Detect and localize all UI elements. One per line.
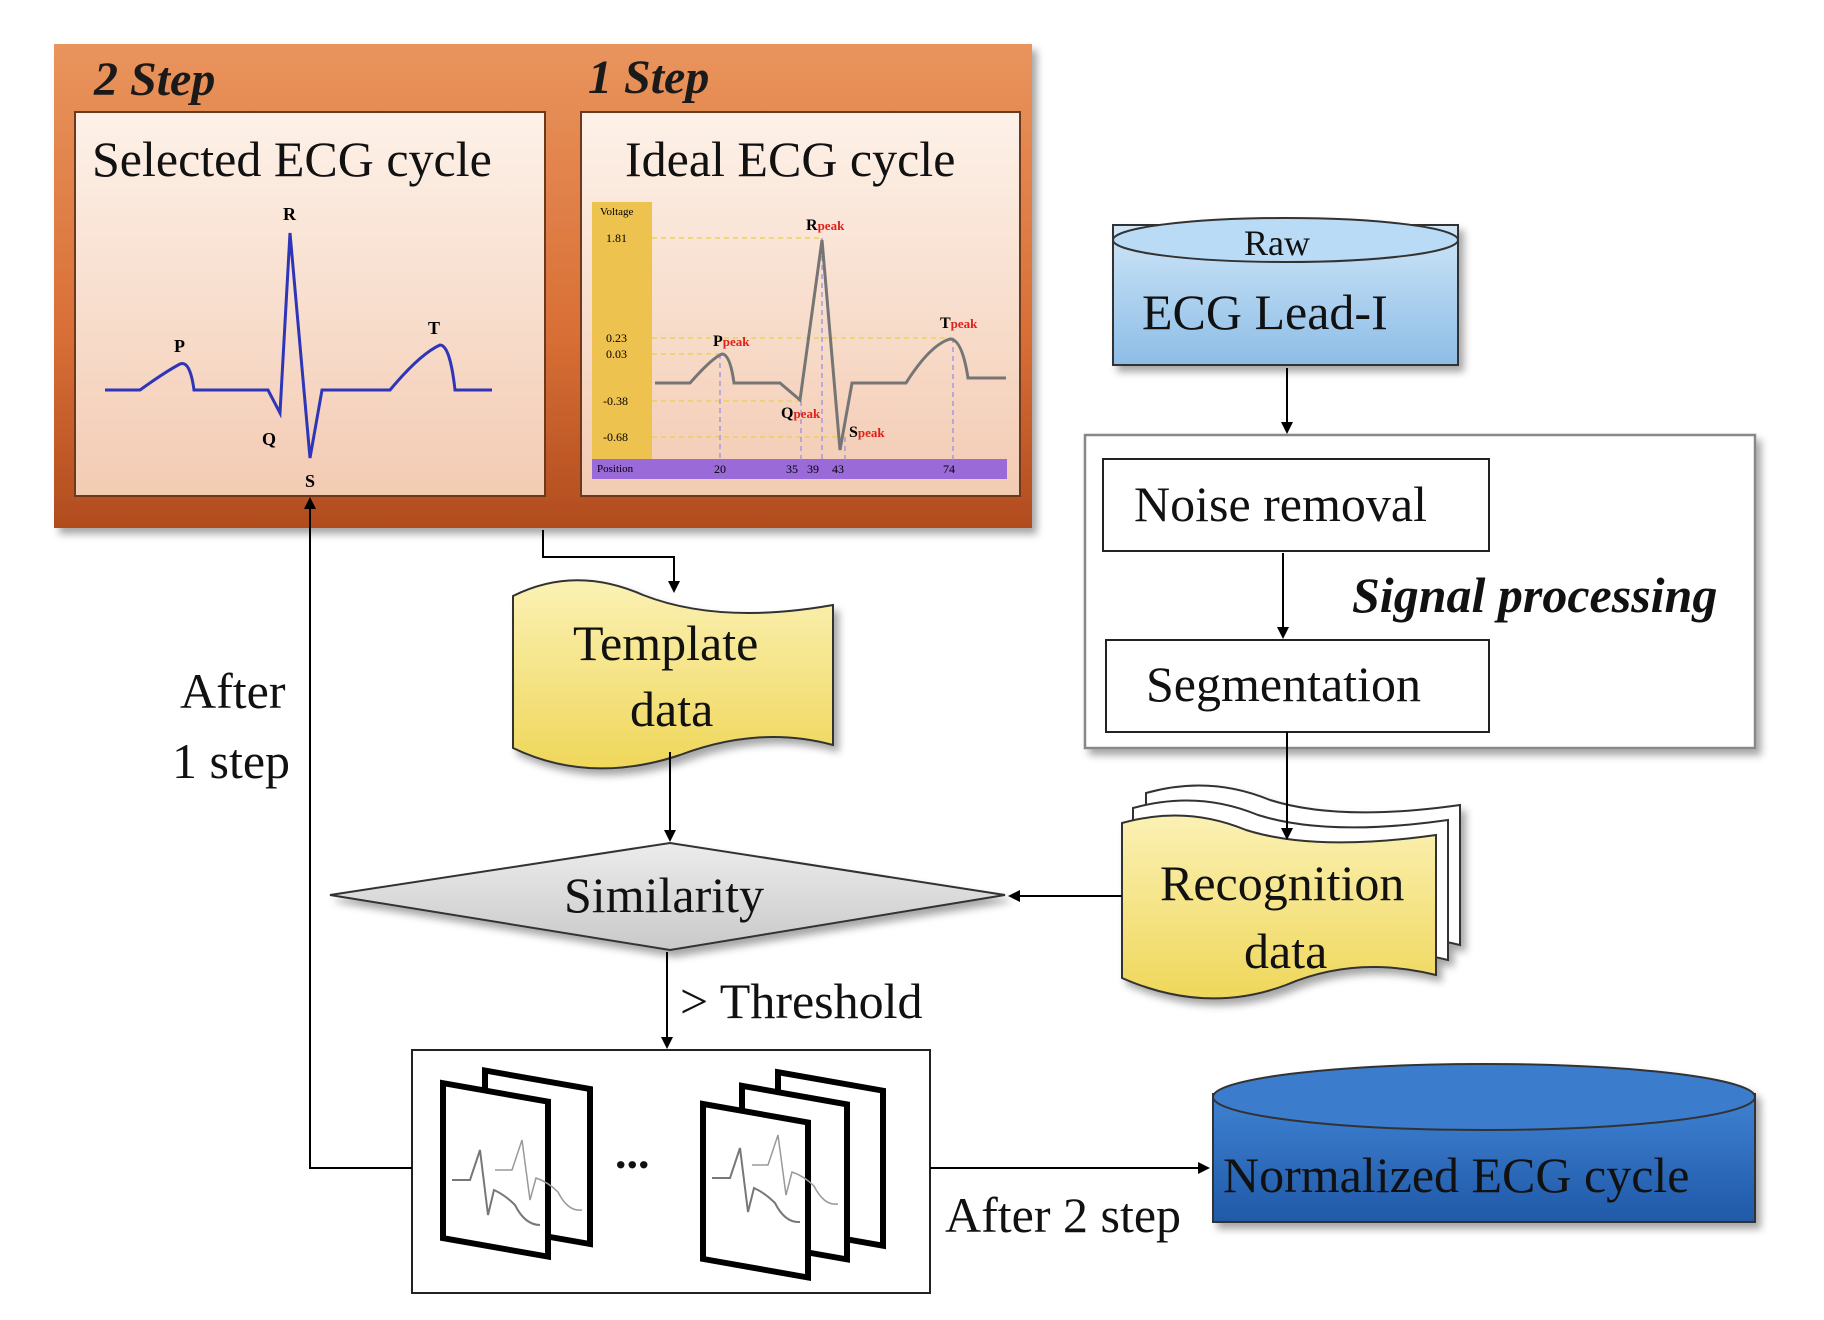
signal-processing-label: Signal processing [1352,567,1717,623]
segmentation-label: Segmentation [1146,656,1421,712]
wave-label-s: S [305,471,315,491]
segmentation-box [1105,639,1490,733]
voltage-axis-label: Voltage [600,206,634,218]
recognition-data-line1: Recognition [1160,855,1404,911]
voltage-tick: 1.81 [606,231,627,245]
arrow-after-1-step [304,497,412,1169]
ellipsis: ... [615,1127,650,1178]
noise-removal-box [1102,458,1490,552]
wave-label-r: R [283,204,297,224]
step1-label: 1 Step [588,51,709,104]
voltage-tick: 0.23 [606,331,627,345]
raw-db-top-label: Raw [1244,223,1310,263]
recognition-data-line2: data [1244,923,1327,979]
position-tick: 35 [786,462,798,476]
signal-processing-box: Noise removal Segmentation Signal proces… [1083,433,1757,750]
position-tick: 39 [807,462,819,476]
voltage-axis-bar [592,202,652,478]
noise-removal-label: Noise removal [1134,476,1427,532]
threshold-label: > Threshold [680,973,923,1029]
wave-label-t: T [428,318,440,338]
raw-ecg-database [1112,217,1459,366]
ideal-ecg-panel: Ideal ECG cycle Voltage Position 1.81 0.… [580,111,1021,497]
selected-ecg-wave [105,232,492,459]
template-data-line2: data [630,681,713,737]
connectors [304,368,1293,1174]
after-1-step-line2: 1 step [172,733,290,789]
position-axis-label: Position [597,463,634,475]
voltage-tick: -0.38 [603,394,628,408]
ideal-ecg-title: Ideal ECG cycle [625,131,955,187]
voltage-tick: -0.68 [603,430,628,444]
similarity-label: Similarity [564,867,764,923]
arrow-panel-to-template [542,530,680,593]
normalized-db-label: Normalized ECG cycle [1223,1147,1689,1203]
normalized-ecg-database [1212,1063,1756,1223]
peak-label-q: Qpeak [781,405,821,422]
selected-ecg-panel: Selected ECG cycle R P Q S T [74,111,546,497]
step-panel: 2 Step 1 Step Selected ECG cycle R P Q S… [54,44,1032,528]
ecg-cycles-box: ... [411,1049,931,1294]
peak-label-p: Ppeak [713,333,750,350]
after-2-step-label: After 2 step [945,1187,1181,1243]
raw-db-label: ECG Lead-I [1142,284,1388,340]
recognition-data-documents [1121,784,1461,1000]
wave-label-q: Q [262,429,276,449]
after-1-step-line1: After [180,663,286,719]
ecg-cycle-frames-right [700,1068,886,1282]
position-tick: 20 [714,462,726,476]
similarity-diamond [329,841,1006,952]
position-tick: 43 [832,462,844,476]
template-data-document [512,579,834,770]
step2-label: 2 Step [93,53,215,106]
ecg-cycle-frames-left [440,1066,593,1261]
ideal-ecg-wave [655,239,1006,451]
position-guides [719,238,954,460]
selected-ecg-title: Selected ECG cycle [92,131,492,187]
wave-label-p: P [174,336,185,356]
position-tick: 74 [943,462,955,476]
guide-lines [652,237,955,438]
peak-label-r: Rpeak [806,217,845,234]
peak-label-t: Tpeak [940,315,978,332]
template-data-line1: Template [573,615,758,671]
voltage-tick: 0.03 [606,347,627,361]
position-axis-bar [592,459,1007,479]
peak-label-s: Speak [849,424,885,441]
